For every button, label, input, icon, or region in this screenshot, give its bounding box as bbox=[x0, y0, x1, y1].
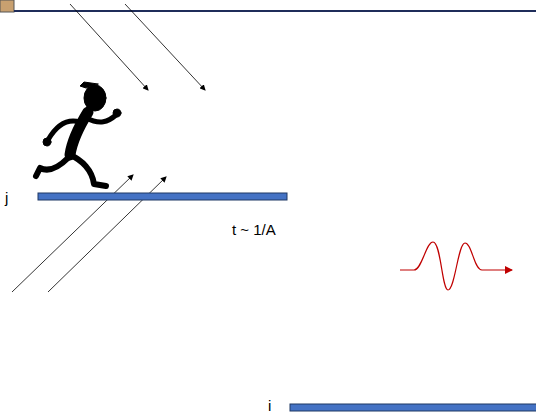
ray-arrow bbox=[125, 4, 205, 90]
corner-icon bbox=[0, 0, 14, 12]
runner-figure bbox=[36, 82, 121, 186]
level-label: j bbox=[5, 190, 8, 205]
ray-arrow bbox=[70, 4, 148, 90]
time-annotation: t ~ 1/A bbox=[232, 222, 276, 237]
wave-packet bbox=[400, 242, 512, 290]
level-label: i bbox=[268, 398, 271, 413]
level-bar bbox=[290, 404, 536, 411]
header-rule bbox=[14, 10, 536, 12]
level-bar bbox=[38, 193, 287, 200]
